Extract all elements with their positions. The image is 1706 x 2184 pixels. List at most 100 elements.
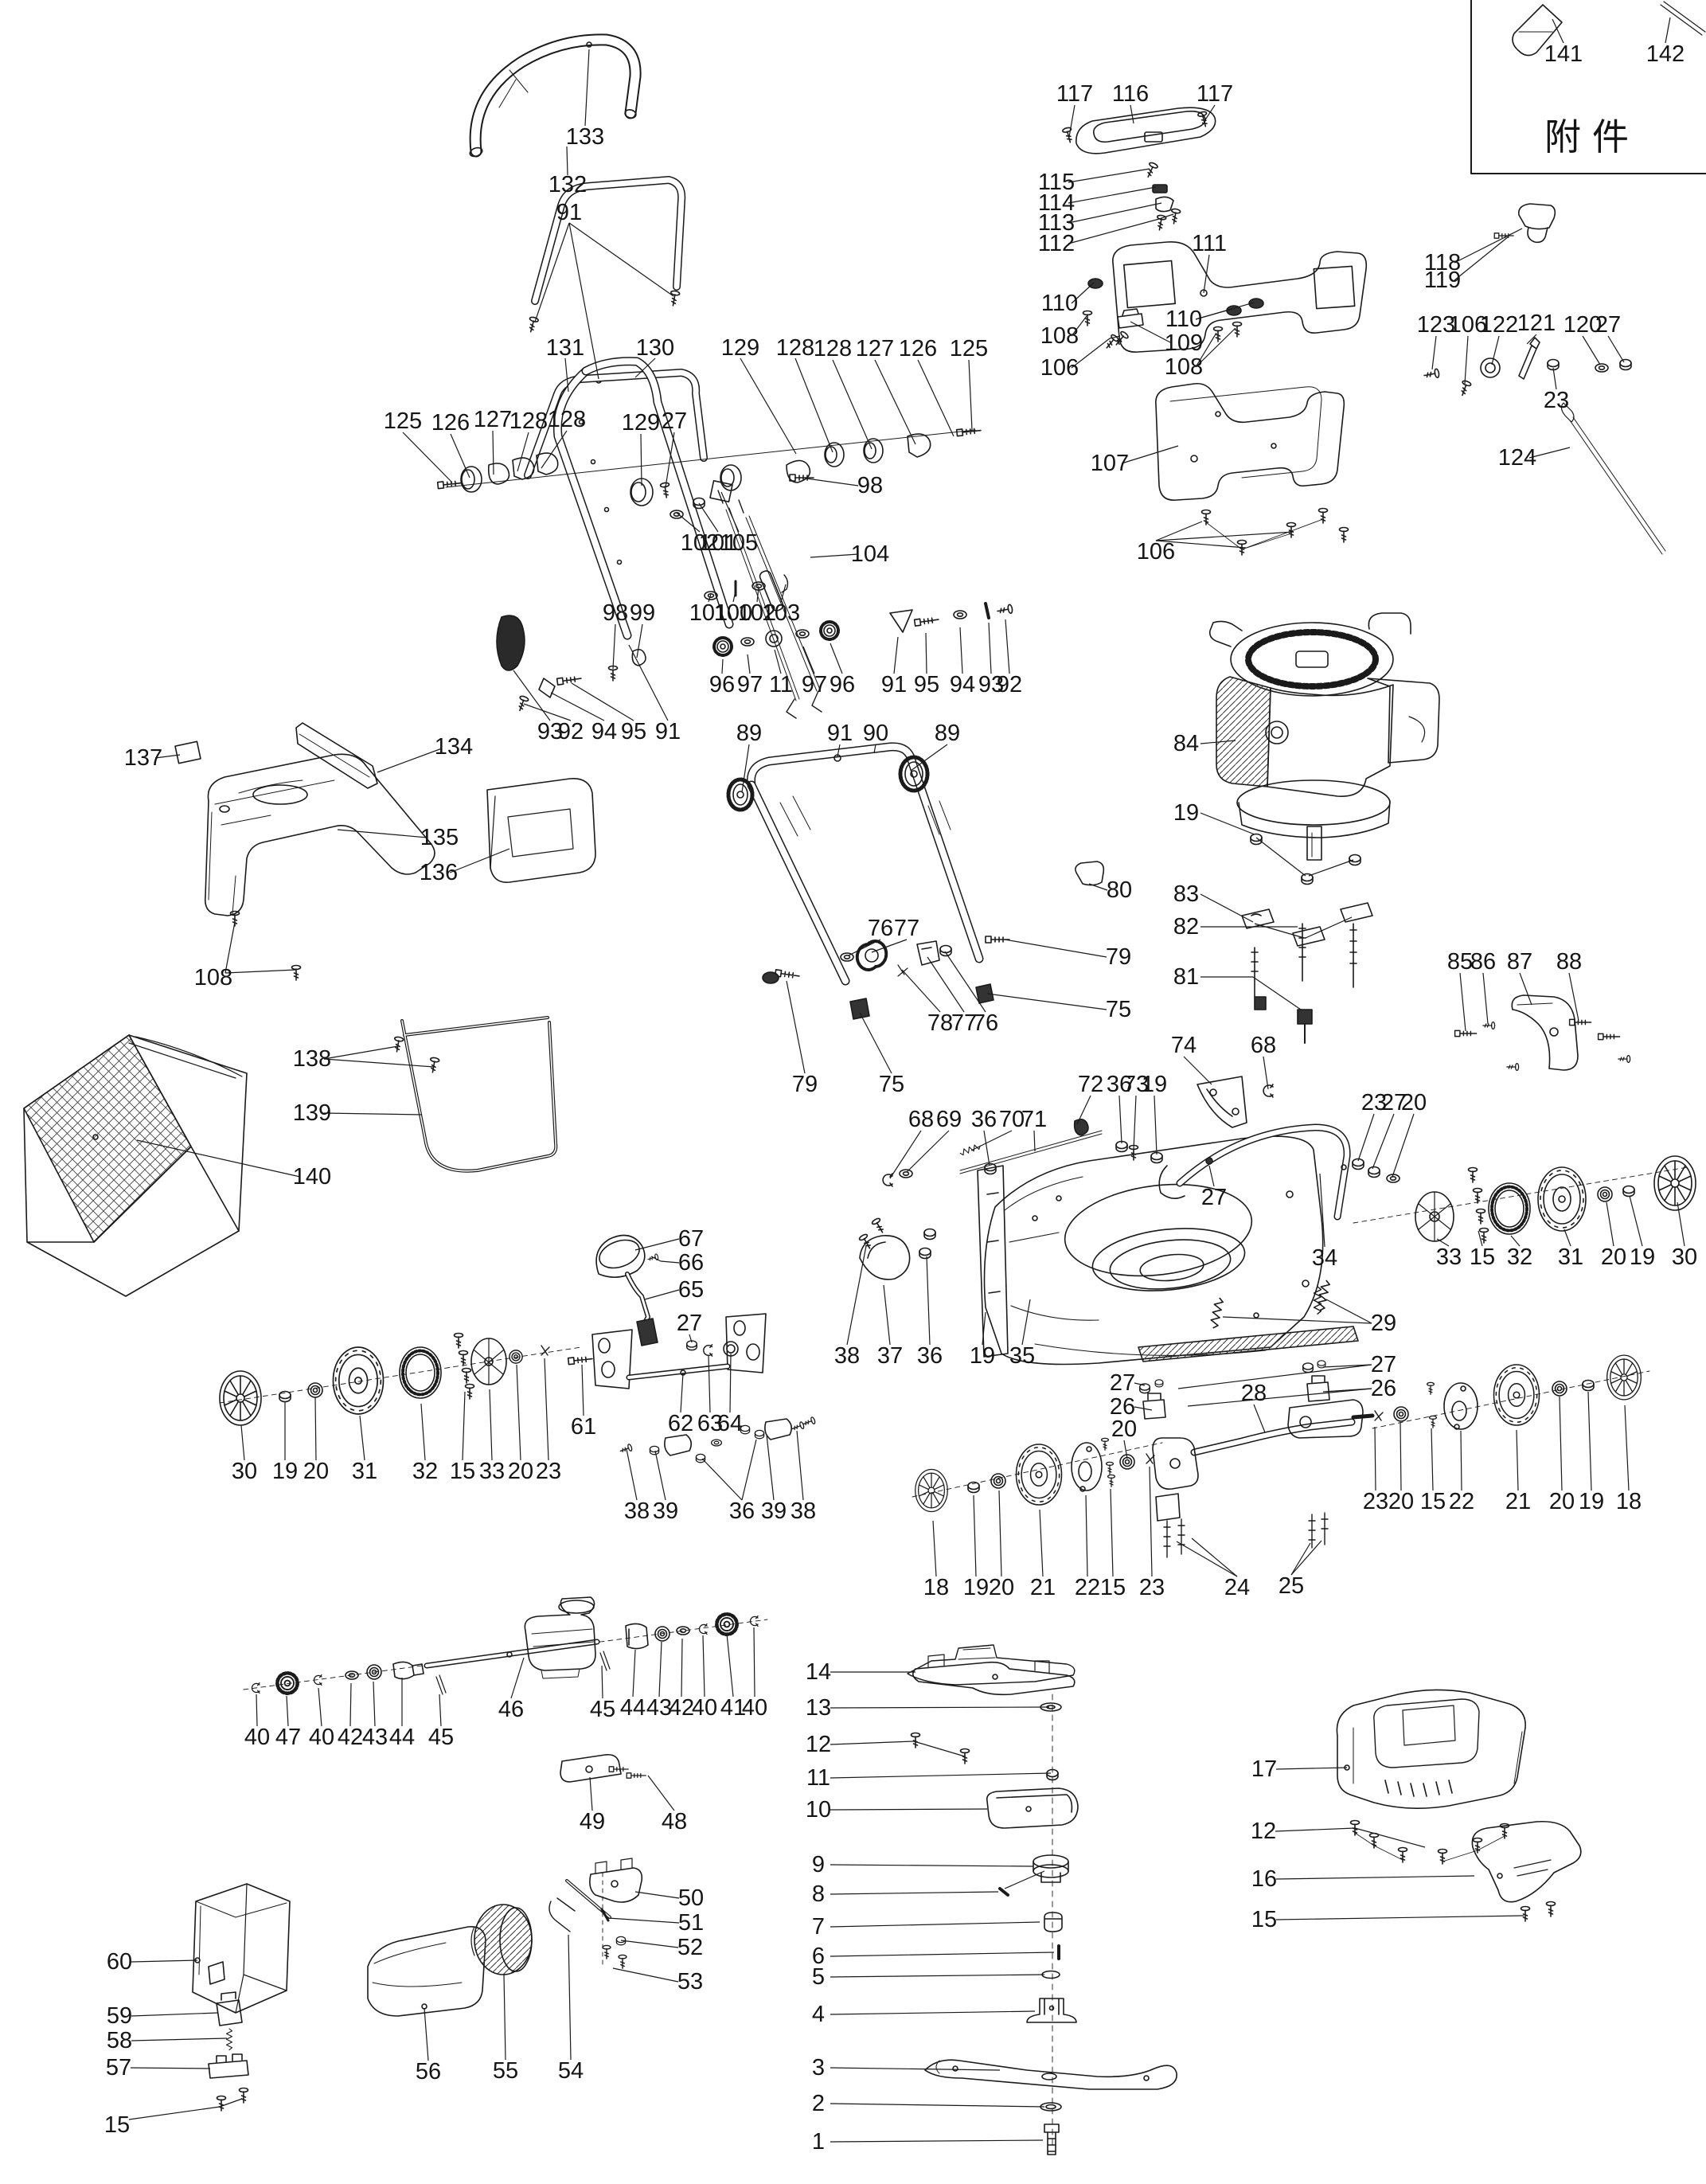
leader-line: [607, 1917, 680, 1924]
part-number-label: 94: [591, 719, 617, 744]
main-handle-tube: [552, 357, 734, 640]
part-number-label: 37: [877, 1343, 903, 1369]
leader-line: [983, 1130, 990, 1166]
part-number-label: 127: [474, 407, 512, 432]
leader-line: [314, 1397, 317, 1461]
part-number-label: 21: [1505, 1489, 1531, 1514]
leader-line: [1068, 104, 1076, 138]
leader-line: [626, 1448, 638, 1501]
part-number-label: 27: [1371, 1352, 1396, 1377]
leader-line: [1158, 213, 1174, 220]
leader-line: [702, 1635, 705, 1698]
leader-line: [1516, 1429, 1519, 1491]
leader-line: [832, 359, 873, 450]
leader-line: [1482, 972, 1489, 1025]
part-number-label: 76: [868, 916, 893, 941]
leader-line: [1005, 619, 1010, 674]
part-number-label: 7: [812, 1914, 825, 1940]
leader-line: [439, 1694, 442, 1727]
part-number-label: 附件: [1544, 116, 1640, 158]
leader-line: [337, 829, 428, 838]
part-number-label: 27: [1110, 1370, 1135, 1396]
spring-link-left: [619, 1434, 723, 1463]
leader-line: [136, 1139, 301, 1178]
part-number-label: 141: [1544, 41, 1583, 67]
leader-line: [650, 1256, 662, 1262]
leader-line: [925, 632, 927, 674]
part-number-label: 128: [814, 336, 852, 361]
leader-line: [756, 587, 759, 603]
leader-line: [462, 1391, 466, 1461]
part-number-label: 92: [558, 719, 584, 744]
leader-line: [889, 1130, 922, 1179]
axle-assembly: [1119, 1286, 1375, 1558]
part-number-label: 101: [689, 600, 728, 626]
leader-line: [450, 433, 470, 479]
control-bracket: [589, 1858, 643, 1969]
part-number-label: 118: [1424, 250, 1461, 275]
leader-line: [665, 432, 675, 488]
part-number-label: 110: [1041, 291, 1078, 316]
leader-line: [1305, 916, 1353, 939]
part-number-label: 38: [834, 1343, 860, 1369]
gearbox-bracket: [560, 1753, 646, 1783]
left-wheel-train: [219, 1332, 582, 1426]
part-number-label: 48: [662, 1809, 687, 1834]
part-number-label: 28: [1241, 1381, 1267, 1406]
leader-line: [721, 658, 724, 674]
leader-line: [830, 1921, 1040, 1928]
part-number-label: 135: [420, 825, 459, 850]
leader-line: [1200, 893, 1254, 923]
leader-line: [654, 1450, 666, 1501]
leader-line: [893, 636, 899, 674]
part-number-label: 36: [1107, 1072, 1132, 1097]
part-number-label: 72: [1078, 1072, 1103, 1097]
leader-line: [883, 1284, 891, 1346]
part-number-label: 102: [738, 600, 776, 626]
upper-handle-grip: [469, 33, 642, 158]
mulch-latch-parts: [208, 1991, 249, 2112]
part-number-label: 39: [761, 1498, 787, 1524]
cable-clamp-parts: [1423, 337, 1666, 555]
part-number-label: 78: [927, 1010, 953, 1036]
part-number-label: 138: [293, 1046, 331, 1072]
rear-housing-screws: [1349, 1819, 1510, 1865]
leader-line: [517, 432, 529, 472]
leader-line: [708, 1354, 711, 1413]
part-number-label: 93: [537, 719, 563, 744]
upper-handle-cover: [1112, 240, 1368, 353]
part-number-label: 40: [244, 1725, 270, 1750]
leader-line: [1629, 1195, 1643, 1247]
leader-line: [1478, 1230, 1483, 1247]
leader-line: [830, 2010, 1036, 2015]
part-number-label: 1: [812, 2129, 825, 2155]
part-number-label: 12: [806, 1732, 831, 1757]
part-number-label: 67: [678, 1226, 704, 1252]
part-number-label: 95: [621, 719, 646, 744]
part-number-label: 77: [951, 1010, 977, 1036]
leader-line: [1088, 883, 1108, 891]
cover-hardware: [1082, 161, 1264, 352]
part-number-label: 84: [1173, 731, 1199, 756]
part-number-label: 97: [737, 672, 763, 697]
part-number-label: 123: [1417, 312, 1455, 338]
part-number-label: 104: [851, 541, 889, 567]
leader-line: [240, 1424, 245, 1461]
part-number-label: 40: [692, 1695, 717, 1721]
leader-line: [1308, 859, 1354, 877]
part-number-label: 31: [1558, 1244, 1583, 1270]
part-number-label: 30: [232, 1459, 257, 1484]
leader-line: [224, 969, 297, 974]
leader-line: [658, 1641, 662, 1698]
leader-line: [634, 357, 656, 378]
part-number-label: 19: [1173, 800, 1199, 826]
leader-line: [1263, 1056, 1269, 1090]
part-number-label: 102: [681, 530, 719, 556]
leader-line: [701, 1458, 743, 1501]
part-number-label: 36: [917, 1343, 943, 1369]
leader-line: [973, 1494, 977, 1577]
leader-line: [747, 654, 751, 674]
part-number-label: 108: [194, 965, 232, 990]
part-number-label: 101: [699, 530, 737, 556]
leader-line: [830, 2139, 1044, 2143]
